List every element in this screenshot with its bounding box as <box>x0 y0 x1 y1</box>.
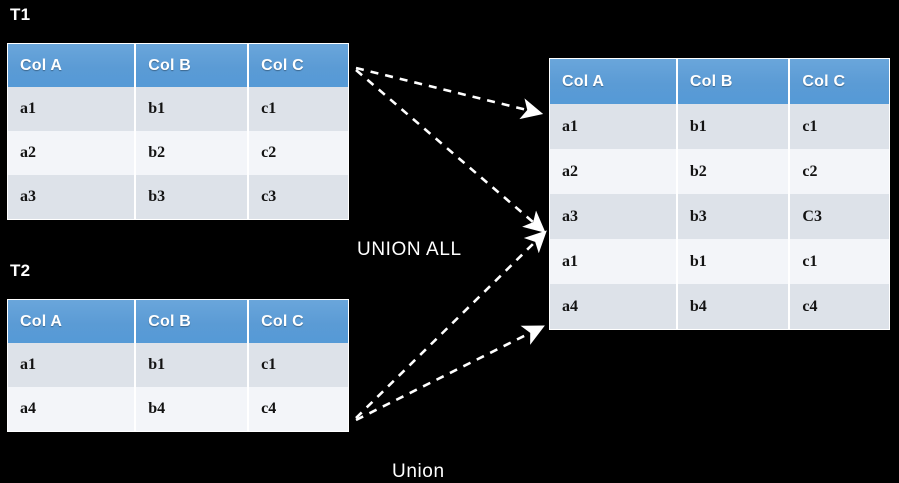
cell-col-b: b1 <box>135 343 250 387</box>
table-row: a4 b4 c4 <box>550 284 889 329</box>
column-header-col-b: Col B <box>135 300 250 343</box>
cell-col-a: a3 <box>8 175 137 219</box>
table-t1: Col A Col B Col C a1 b1 c1 a2 b2 c2 a3 b… <box>8 44 348 219</box>
cell-col-a: a2 <box>550 149 678 194</box>
column-header-col-a: Col A <box>550 59 678 104</box>
cell-col-c: c1 <box>248 343 348 387</box>
cell-col-b: b4 <box>135 387 250 431</box>
cell-col-c: C3 <box>789 194 889 239</box>
cell-col-c: c4 <box>789 284 889 329</box>
arrow-t1-to-result-top <box>355 66 544 120</box>
cell-col-b: b4 <box>676 284 791 329</box>
table-header-row: Col A Col B Col C <box>8 300 348 343</box>
arrow-t1-to-result-middle <box>355 69 546 233</box>
table-header-row: Col A Col B Col C <box>550 59 889 104</box>
column-header-col-c: Col C <box>248 44 348 87</box>
cell-col-c: c2 <box>248 131 348 175</box>
table-label-t1: T1 <box>10 5 31 24</box>
arrow-t2-to-result-middle <box>355 230 547 419</box>
cell-col-b: b1 <box>676 104 791 149</box>
column-header-col-b: Col B <box>135 44 250 87</box>
table-row: a3 b3 C3 <box>550 194 889 239</box>
table-t2: Col A Col B Col C a1 b1 c1 a4 b4 c4 <box>8 300 348 431</box>
cell-col-c: c2 <box>789 149 889 194</box>
table-row: a1 b1 c1 <box>8 343 348 387</box>
table-row: a4 b4 c4 <box>8 387 348 431</box>
cell-col-c: c3 <box>248 175 348 219</box>
cell-col-b: b2 <box>676 149 791 194</box>
cell-col-c: c1 <box>789 104 889 149</box>
column-header-col-a: Col A <box>8 44 137 87</box>
table-row: a1 b1 c1 <box>550 104 889 149</box>
cell-col-a: a1 <box>550 239 678 284</box>
cell-col-c: c1 <box>789 239 889 284</box>
operation-label-union: Union <box>392 461 445 482</box>
cell-col-a: a2 <box>8 131 137 175</box>
column-header-col-b: Col B <box>676 59 791 104</box>
operation-label-union-all: UNION ALL <box>357 239 462 260</box>
cell-col-a: a4 <box>8 387 137 431</box>
cell-col-b: b3 <box>676 194 791 239</box>
cell-col-c: c4 <box>248 387 348 431</box>
cell-col-a: a4 <box>550 284 678 329</box>
column-header-col-c: Col C <box>789 59 889 104</box>
table-label-t2: T2 <box>10 261 31 280</box>
cell-col-b: b3 <box>135 175 250 219</box>
table-row: a1 b1 c1 <box>550 239 889 284</box>
table-header-row: Col A Col B Col C <box>8 44 348 87</box>
cell-col-a: a1 <box>8 343 137 387</box>
column-header-col-a: Col A <box>8 300 137 343</box>
cell-col-b: b1 <box>135 87 250 131</box>
column-header-col-c: Col C <box>248 300 348 343</box>
cell-col-b: b2 <box>135 131 250 175</box>
arrow-t2-to-result-bottom <box>355 325 545 422</box>
table-result: Col A Col B Col C a1 b1 c1 a2 b2 c2 a3 b… <box>550 59 889 329</box>
table-row: a2 b2 c2 <box>8 131 348 175</box>
cell-col-a: a1 <box>550 104 678 149</box>
cell-col-b: b1 <box>676 239 791 284</box>
table-row: a2 b2 c2 <box>550 149 889 194</box>
cell-col-a: a3 <box>550 194 678 239</box>
table-row: a3 b3 c3 <box>8 175 348 219</box>
cell-col-c: c1 <box>248 87 348 131</box>
cell-col-a: a1 <box>8 87 137 131</box>
table-row: a1 b1 c1 <box>8 87 348 131</box>
